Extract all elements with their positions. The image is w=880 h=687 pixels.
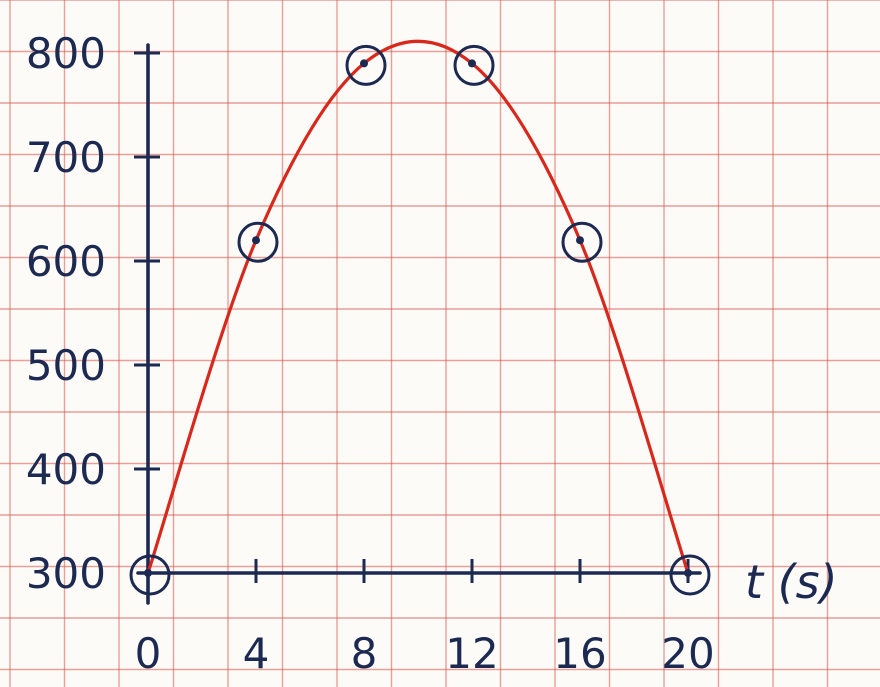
data-point-dot [684,569,692,577]
data-point-dot [252,236,260,245]
data-point-circle [669,554,711,596]
x-axis-label: t (s) [745,555,838,609]
data-point-circle [237,221,279,263]
y-tick-label: 700 [26,133,106,182]
series-curve [146,39,690,575]
data-point-dot [144,569,152,577]
x-tick-label: 20 [661,629,714,678]
axes [136,43,702,605]
data-point [345,44,387,86]
data-point [453,44,495,86]
ticks [134,51,690,583]
data-point-circle [561,221,603,263]
data-point-dot [360,59,368,68]
data-point-circle [129,554,171,596]
data-point [561,221,603,263]
y-tick-label: 300 [26,549,106,598]
data-point [237,221,279,263]
x-tick-label: 12 [445,629,498,678]
y-tick-label: 600 [26,237,106,286]
x-tick-label: 4 [243,629,270,678]
tick-labels: 0 4 8 12 16 20 300 400 500 600 700 800 [26,29,715,678]
data-point-dot [468,59,476,68]
x-tick-label: 8 [351,629,378,678]
y-tick-label: 400 [26,445,106,494]
data-point [669,554,711,596]
y-tick-label: 800 [26,29,106,78]
data-point-circle [453,44,495,86]
data-point-dot [576,236,584,245]
data-point [129,554,171,596]
data-point-circle [345,44,387,86]
y-tick-label: 500 [26,341,106,390]
data-points [129,44,711,596]
x-tick-label: 16 [553,629,606,678]
x-tick-label: 0 [135,629,162,678]
